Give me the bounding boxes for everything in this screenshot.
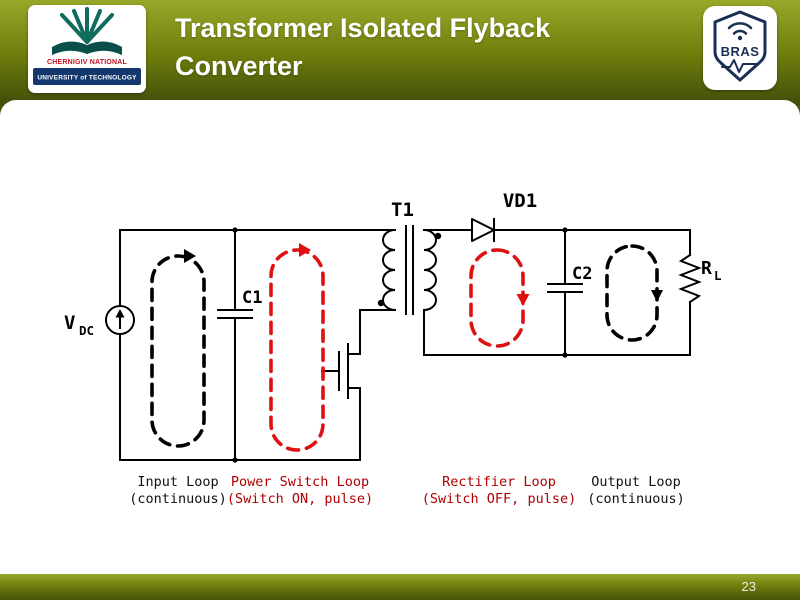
heartbeat-icon — [721, 59, 758, 73]
diode-triangle — [471, 218, 495, 242]
wire-primary-to-switch — [359, 309, 396, 355]
junction-dot — [562, 227, 568, 233]
rectifier-loop-caption-line2: (Switch OFF, pulse) — [422, 491, 576, 507]
bras-logo: BRAS — [703, 6, 777, 90]
input-loop-caption-line2: (continuous) — [129, 491, 227, 507]
emblem-rays — [60, 7, 114, 44]
circuit-wires — [119, 229, 691, 461]
load-resistor-rl — [678, 229, 702, 356]
output-loop-caption-line2: (continuous) — [587, 491, 685, 507]
primary-polarity-dot — [377, 299, 385, 307]
university-logo-graphic: CHERNIGIV NATIONAL UNIVERSITY of TECHNOL… — [33, 7, 141, 85]
label-c1: C1 — [242, 288, 262, 308]
output-loop — [605, 244, 659, 342]
transformer-t1 — [359, 225, 442, 355]
label-c2: C2 — [572, 264, 592, 284]
university-name-bar — [33, 68, 141, 85]
diode-vd1 — [471, 218, 495, 242]
output-loop-caption-line1: Output Loop — [591, 474, 680, 490]
slide-title-line2: Converter — [175, 51, 303, 81]
wire-bottom-right — [423, 309, 691, 356]
source-arrow-head — [115, 309, 125, 318]
input-loop — [150, 254, 206, 448]
input-loop-caption-line1: Input Loop — [137, 474, 218, 490]
primary-winding — [382, 228, 397, 312]
dc-source-vdc — [105, 305, 135, 335]
rectifier-loop — [469, 248, 525, 348]
label-vdc: V — [64, 312, 75, 334]
capacitor-c2 — [547, 229, 583, 356]
slide-title-line1: Transformer Isolated Flyback — [175, 13, 551, 43]
slide-title: Transformer Isolated Flyback Converter — [175, 9, 695, 85]
university-name-line2: UNIVERSITY of TECHNOLOGY — [37, 75, 137, 82]
label-t1: T1 — [391, 199, 414, 221]
output-loop-arrow — [651, 290, 663, 302]
transformer-core — [405, 225, 414, 315]
wifi-icon — [727, 22, 753, 41]
power-switch-loop-caption-line2: (Switch ON, pulse) — [227, 491, 373, 507]
mosfet-source-lead — [347, 387, 361, 461]
slide-header: CHERNIGIV NATIONAL UNIVERSITY of TECHNOL… — [0, 0, 800, 100]
current-loops — [150, 243, 663, 452]
label-rl-sub: L — [714, 268, 722, 283]
flyback-converter-diagram: V DC C1 T1 VD1 C2 R L Input Loop (contin… — [64, 190, 722, 507]
rectifier-loop-arrow — [516, 294, 530, 306]
power-switch-loop-caption-line1: Power Switch Loop — [231, 474, 369, 490]
bras-label: BRAS — [721, 44, 760, 59]
secondary-polarity-dot — [434, 232, 442, 240]
page-number: 23 — [741, 579, 756, 594]
capacitor-c1 — [217, 229, 253, 461]
mosfet-switch — [321, 343, 361, 461]
label-vd1: VD1 — [503, 190, 537, 212]
component-labels: V DC C1 T1 VD1 C2 R L — [64, 190, 722, 338]
power-switch-loop-arrow — [299, 243, 311, 257]
junction-dot — [232, 457, 238, 463]
rectifier-loop-caption-line1: Rectifier Loop — [442, 474, 556, 490]
junction-dots — [232, 227, 568, 463]
slide-footer: 23 — [0, 574, 800, 600]
input-loop-arrow — [184, 249, 196, 263]
label-vdc-sub: DC — [79, 323, 94, 338]
junction-dot — [562, 352, 568, 358]
bras-shield — [713, 10, 767, 82]
university-name-line1: CHERNIGIV NATIONAL — [47, 59, 128, 66]
label-rl: R — [701, 258, 712, 279]
junction-dot — [232, 227, 238, 233]
power-switch-loop — [269, 248, 325, 452]
rl-zigzag — [678, 253, 702, 304]
loop-captions: Input Loop (continuous) Power Switch Loo… — [129, 474, 685, 507]
bras-logo-graphic: BRAS — [713, 10, 767, 82]
university-emblem — [52, 7, 122, 55]
university-logo: CHERNIGIV NATIONAL UNIVERSITY of TECHNOL… — [28, 5, 146, 93]
secondary-winding — [422, 228, 437, 312]
emblem-book-icon — [52, 41, 122, 55]
slide-content: V DC C1 T1 VD1 C2 R L Input Loop (contin… — [0, 100, 800, 574]
source-circle — [105, 305, 135, 335]
